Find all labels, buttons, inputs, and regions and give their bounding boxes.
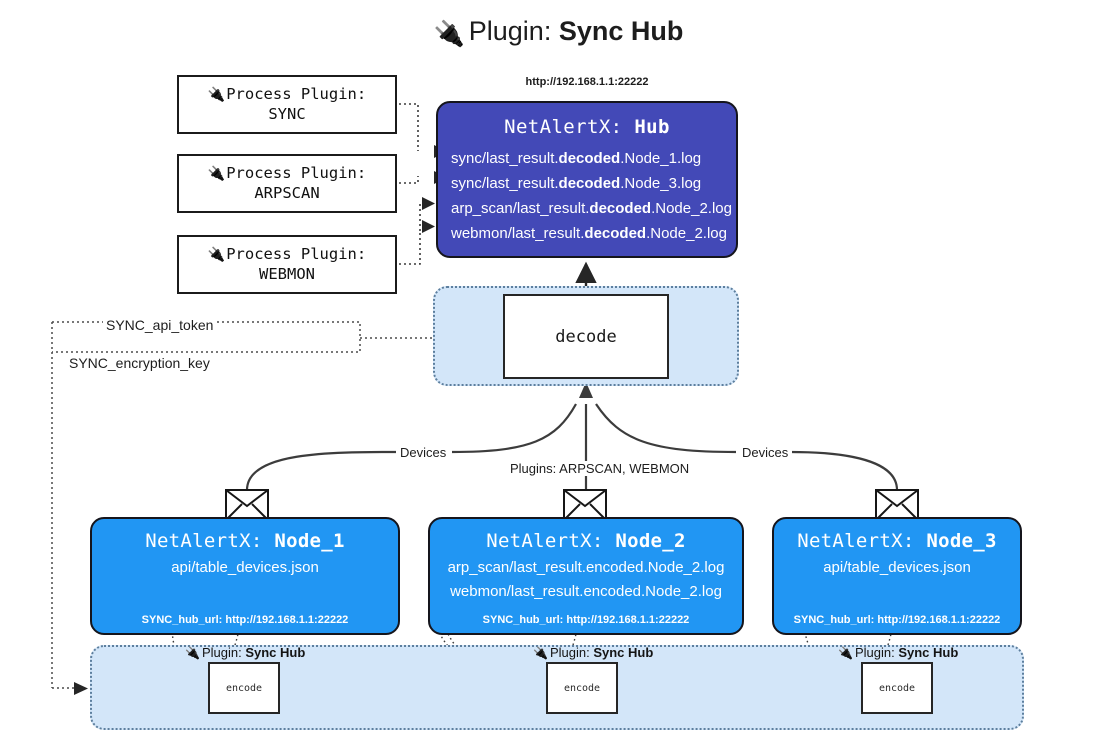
setting-encryption-key-label: SYNC_encryption_key xyxy=(66,355,213,371)
process-plugin-label: Process Plugin: xyxy=(226,164,367,182)
node-plugin-tag: 🔌Plugin: Sync Hub xyxy=(533,645,654,660)
plug-icon: 🔌 xyxy=(207,166,226,182)
hub-url-label: http://192.168.1.1:22222 xyxy=(525,76,649,88)
hub-log-item: sync/last_result.decoded.Node_1.log xyxy=(451,150,702,167)
node-line: arp_scan/last_result.encoded.Node_2.log xyxy=(447,559,725,576)
node-line: webmon/last_result.encoded.Node_2.log xyxy=(450,583,722,600)
node-box-node-2[interactable]: NetAlertX: Node_2 arp_scan/last_result.e… xyxy=(428,517,744,635)
process-plugin-name: WEBMON xyxy=(259,265,315,283)
decode-box[interactable]: decode xyxy=(503,294,669,379)
edge-node1-devices xyxy=(245,450,397,491)
process-plugin-webmon[interactable]: 🔌Process Plugin: WEBMON xyxy=(177,235,397,294)
process-plugin-name: SYNC xyxy=(268,105,306,123)
node-title: NetAlertX: Node_1 xyxy=(145,530,345,552)
edge-label-devices-left: Devices xyxy=(396,445,451,460)
node-hub-url-label: SYNC_hub_url: http://192.168.1.1:22222 xyxy=(793,614,1001,626)
plug-icon: 🔌 xyxy=(838,646,853,660)
node-box-node-3[interactable]: NetAlertX: Node_3 api/table_devices.json… xyxy=(772,517,1022,635)
node-box-node-1[interactable]: NetAlertX: Node_1 api/table_devices.json… xyxy=(90,517,400,635)
setting-api-token-label: SYNC_api_token xyxy=(103,317,217,333)
edge-node3-devices xyxy=(789,450,899,491)
node-plugin-tag: 🔌Plugin: Sync Hub xyxy=(838,645,959,660)
process-plugin-label: Process Plugin: xyxy=(226,245,367,263)
node-line: api/table_devices.json xyxy=(171,559,319,576)
plug-icon: 🔌 xyxy=(207,247,226,263)
plug-icon: 🔌 xyxy=(433,20,465,48)
plug-icon: 🔌 xyxy=(533,646,548,660)
encode-box[interactable]: encode xyxy=(861,662,933,714)
encode-box[interactable]: encode xyxy=(208,662,280,714)
process-plugin-name: ARPSCAN xyxy=(254,184,320,202)
process-plugin-sync[interactable]: 🔌Process Plugin: SYNC xyxy=(177,75,397,134)
hub-log-item: sync/last_result.decoded.Node_3.log xyxy=(451,175,702,192)
process-plugin-arpscan[interactable]: 🔌Process Plugin: ARPSCAN xyxy=(177,154,397,213)
hub-title: NetAlertX: Hub xyxy=(438,116,736,138)
node-plugin-tag: 🔌Plugin: Sync Hub xyxy=(185,645,306,660)
hub-title-name: Hub xyxy=(634,116,670,138)
envelope-icon xyxy=(875,489,919,526)
hub-title-prefix: NetAlertX: xyxy=(504,116,623,138)
node-title: NetAlertX: Node_2 xyxy=(486,530,686,552)
envelope-icon xyxy=(225,489,269,526)
node-line: api/table_devices.json xyxy=(823,559,971,576)
edge-sync-to-hub xyxy=(399,103,419,151)
title-prefix: Plugin: xyxy=(468,16,552,46)
hub-log-item: webmon/last_result.decoded.Node_2.log xyxy=(451,225,727,242)
edge-label-devices-right: Devices xyxy=(738,445,793,460)
hub-node[interactable]: NetAlertX: Hub sync/last_result.decoded.… xyxy=(436,101,738,258)
edge-label-plugins: Plugins: ARPSCAN, WEBMON xyxy=(506,461,694,476)
bottom-inbound-arrow xyxy=(74,682,88,695)
title-name: Sync Hub xyxy=(558,16,684,46)
node-hub-url-label: SYNC_hub_url: http://192.168.1.1:22222 xyxy=(141,614,349,626)
hub-log-list: sync/last_result.decoded.Node_1.log sync… xyxy=(438,146,736,246)
plug-icon: 🔌 xyxy=(185,646,200,660)
plug-icon: 🔌 xyxy=(207,87,226,103)
encode-box[interactable]: encode xyxy=(546,662,618,714)
node-title: NetAlertX: Node_3 xyxy=(797,530,997,552)
node-hub-url-label: SYNC_hub_url: http://192.168.1.1:22222 xyxy=(482,614,690,626)
hub-log-item: arp_scan/last_result.decoded.Node_2.log xyxy=(451,200,732,217)
page-title: 🔌Plugin: Sync Hub xyxy=(0,14,1117,51)
process-plugin-label: Process Plugin: xyxy=(226,85,367,103)
